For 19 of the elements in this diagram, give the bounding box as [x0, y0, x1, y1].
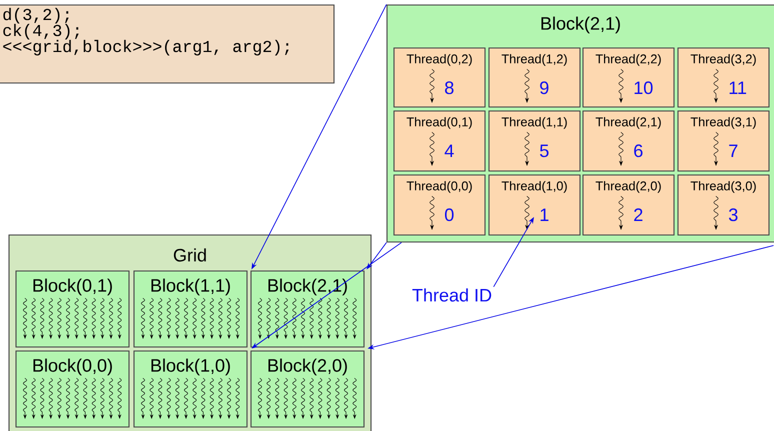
block-box: Block(0,1) [15, 270, 130, 348]
thread-cell: Thread(0,0) 0 [393, 174, 486, 236]
thread-cell: Thread(3,0) 3 [677, 174, 770, 236]
thread-cell: Thread(3,2) 11 [677, 47, 770, 108]
thread-cell: Thread(2,1) 6 [582, 110, 675, 172]
block-box: Block(0,0) [15, 350, 130, 428]
block-box: Block(1,1) [133, 270, 248, 348]
thread-cell: Thread(1,1) 5 [488, 110, 581, 172]
code-box: d(3,2); ck(4,3); <<<grid,block>>>(arg1, arg2); [0, 4, 335, 84]
thread-cell: Thread(0,2) 8 [393, 47, 486, 108]
thread-cell: Thread(1,2) 9 [488, 47, 581, 108]
block-box: Block(2,0) [250, 350, 365, 428]
thread-cell: Thread(0,1) 4 [393, 110, 486, 172]
thread-cell: Thread(2,0) 2 [582, 174, 675, 236]
block-box: Block(1,0) [133, 350, 248, 428]
thread-cell: Thread(3,1) 7 [677, 110, 770, 172]
thread-cell: Thread(1,0) 1 [488, 174, 581, 236]
thread-id-label: Thread ID [412, 288, 492, 302]
thread-cell: Thread(2,2) 10 [582, 47, 675, 108]
